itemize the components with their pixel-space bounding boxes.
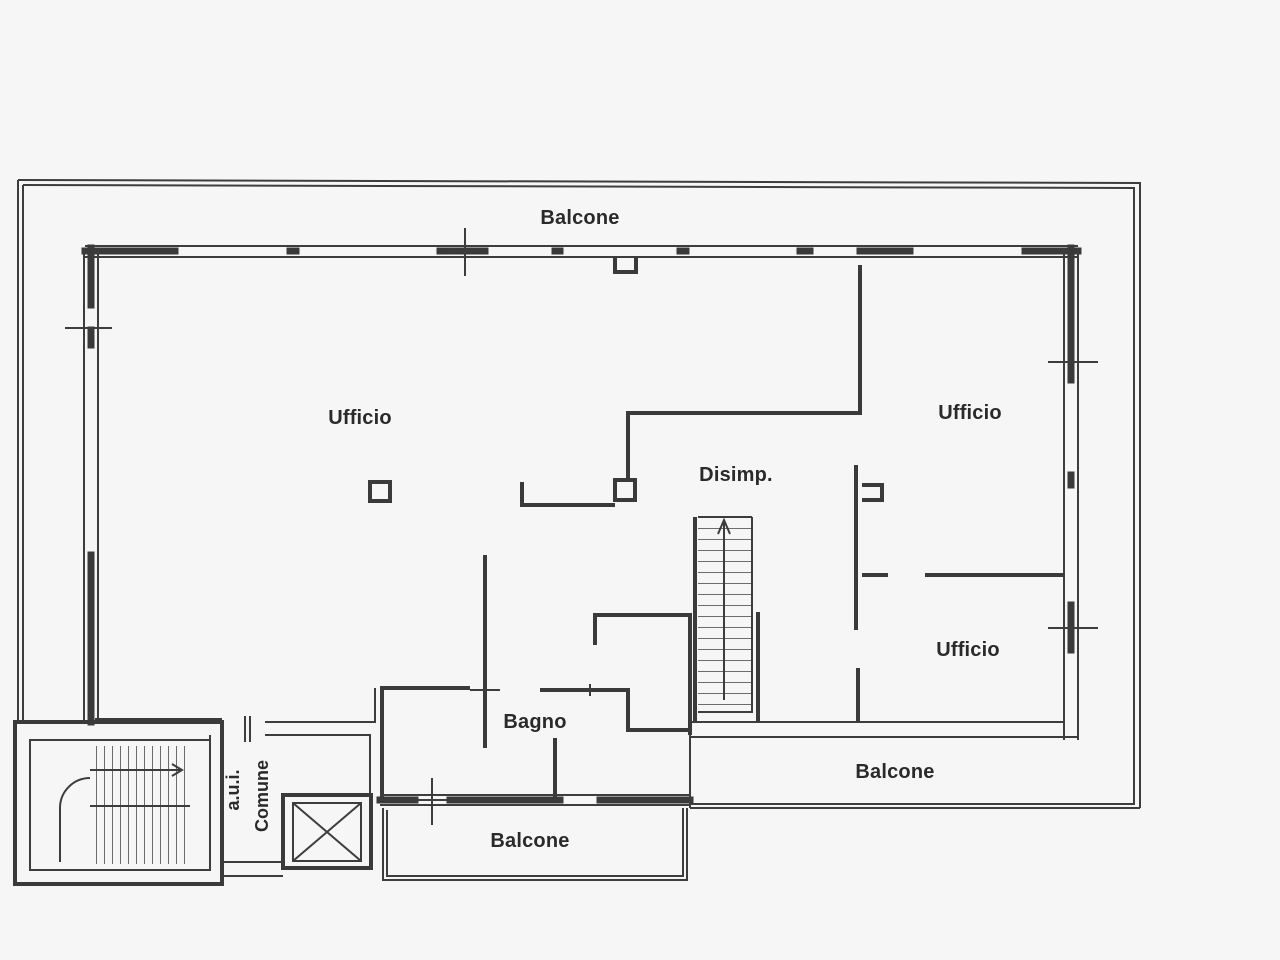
label-comune: Comune (252, 760, 272, 832)
label-aui: a.u.i. (223, 769, 243, 810)
bottom-wall (376, 735, 694, 825)
outer-balcony-border (17, 179, 1141, 809)
label-disimp: Disimp. (699, 464, 773, 486)
main-staircase (693, 516, 760, 722)
secondary-staircase (13, 720, 224, 886)
label-balcone-right: Balcone (855, 761, 934, 783)
lift (281, 793, 373, 870)
bottom-balcony (382, 808, 688, 881)
label-balcone-bottom: Balcone (490, 830, 569, 852)
label-ufficio-right-top: Ufficio (938, 402, 1002, 424)
column (368, 480, 392, 503)
bathroom-walls (380, 613, 692, 800)
label-bagno: Bagno (503, 711, 566, 733)
right-wall (1048, 244, 1098, 740)
left-wall (65, 244, 112, 726)
label-ufficio-left: Ufficio (328, 407, 392, 429)
interior-walls (470, 265, 1078, 748)
top-wall (81, 228, 1082, 276)
label-ufficio-right-bottom: Ufficio (936, 639, 1000, 661)
label-balcone-top: Balcone (540, 207, 619, 229)
